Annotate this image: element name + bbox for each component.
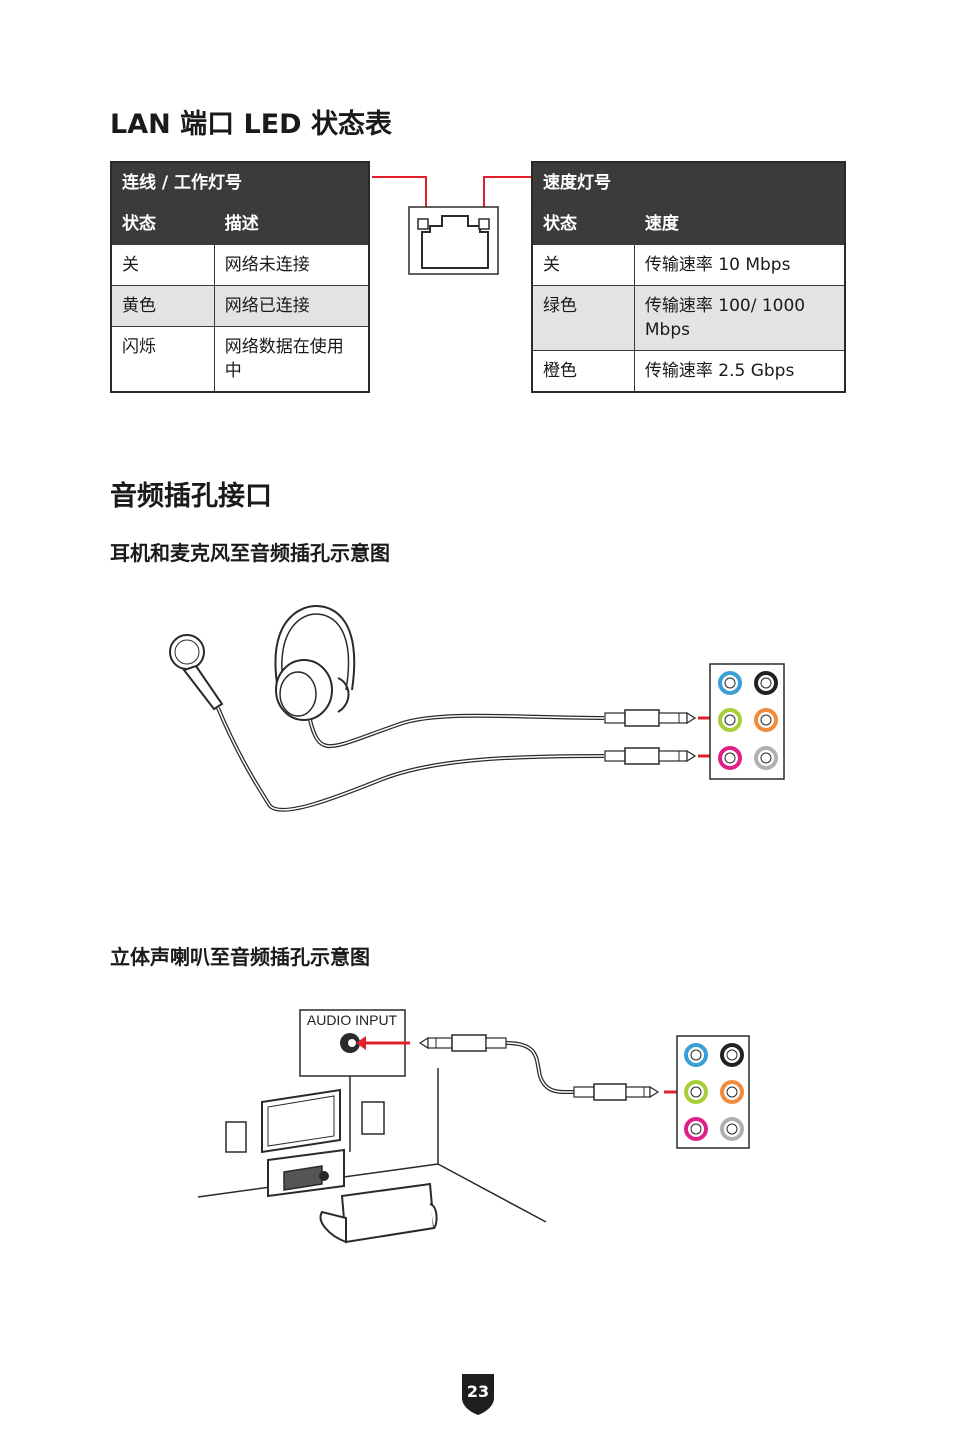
page-number-badge: 23: [458, 1372, 498, 1416]
speed-row-speed: 传输速率 2.5 Gbps: [633, 350, 846, 393]
speed-row-speed: 传输速率 10 Mbps: [633, 244, 846, 286]
audio-plug-icon: [418, 1034, 507, 1052]
microphone-icon: [169, 634, 224, 711]
audio-input-label: AUDIO INPUT: [306, 1012, 398, 1028]
table-row: 橙色 传输速率 2.5 Gbps: [531, 350, 846, 393]
speed-table-title: 速度灯号: [531, 161, 846, 204]
link-table-col-state: 状态: [110, 203, 215, 245]
red-arrow-icon: [356, 1036, 410, 1050]
tv-cabinet-icon: [267, 1148, 345, 1198]
speed-row-state: 绿色: [531, 285, 635, 351]
headphone-diagram-title: 耳机和麦克风至音频插孔示意图: [110, 541, 390, 565]
link-row-state: 黄色: [110, 285, 215, 327]
table-row: 绿色 传输速率 100/ 1000 Mbps: [531, 285, 846, 351]
speed-table: 速度灯号 状态 速度 关 传输速率 10 Mbps 绿色 传输速率 100/ 1…: [531, 161, 846, 393]
sofa-icon: [319, 1182, 438, 1244]
audio-jack-panel: [676, 1035, 750, 1149]
link-row-desc: 网络数据在使用中: [213, 326, 370, 393]
audio-section-title: 音频插孔接口: [110, 481, 272, 512]
link-row-desc: 网络已连接: [213, 285, 370, 327]
speed-row-state: 橙色: [531, 350, 635, 393]
link-activity-table: 连线 / 工作灯号 状态 描述 关 网络未连接 黄色 网络已连接 闪烁 网络数据…: [110, 161, 370, 393]
audio-plug-icon: [604, 709, 697, 727]
speed-table-col-speed: 速度: [633, 203, 846, 245]
audio-cables: [505, 1041, 575, 1095]
shield-icon: [462, 1374, 494, 1415]
table-row: 闪烁 网络数据在使用中: [110, 326, 370, 393]
table-row: 黄色 网络已连接: [110, 285, 370, 327]
link-row-desc: 网络未连接: [213, 244, 370, 286]
lan-section-title: LAN 端口 LED 状态表: [110, 109, 392, 140]
link-table-title: 连线 / 工作灯号: [110, 161, 370, 204]
audio-cables: [216, 707, 605, 812]
speaker-icon: [225, 1101, 385, 1153]
audio-plug-icon: [573, 1083, 660, 1101]
audio-plug-icon: [604, 747, 697, 765]
speed-row-speed: 传输速率 100/ 1000 Mbps: [633, 285, 846, 351]
speaker-diagram-title: 立体声喇叭至音频插孔示意图: [110, 945, 370, 969]
table-row: 关 传输速率 10 Mbps: [531, 244, 846, 286]
page-number: 23: [466, 1382, 490, 1401]
table-row: 关 网络未连接: [110, 244, 370, 286]
speed-table-col-state: 状态: [531, 203, 635, 245]
link-row-state: 闪烁: [110, 326, 215, 393]
speed-row-state: 关: [531, 244, 635, 286]
headphones-icon: [274, 604, 356, 721]
television-icon: [261, 1088, 341, 1154]
audio-jack-panel: [709, 663, 785, 780]
link-table-col-desc: 描述: [213, 203, 370, 245]
